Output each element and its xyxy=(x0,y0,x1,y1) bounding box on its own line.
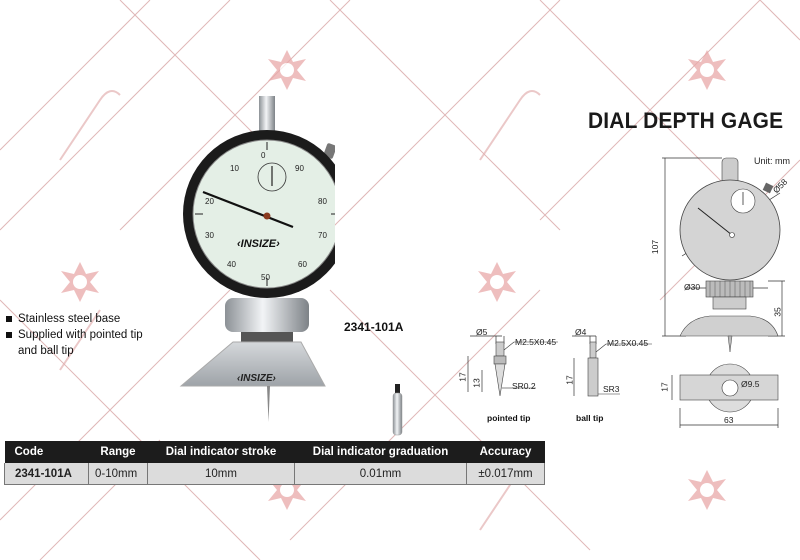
svg-text:0: 0 xyxy=(261,151,266,160)
unit-label: Unit: mm xyxy=(754,156,790,166)
svg-text:10: 10 xyxy=(230,164,239,173)
cell-range: 0-10mm xyxy=(88,463,148,485)
column-header-code: Code xyxy=(4,441,89,463)
ball-tip-radius: SR3 xyxy=(603,384,620,394)
cell-accuracy: ±0.017mm xyxy=(466,463,545,485)
ball-tip-thread: M2.5X0.45 xyxy=(607,338,649,348)
svg-text:80: 80 xyxy=(318,197,327,206)
table-header-row: Code Range Dial indicator stroke Dial in… xyxy=(4,441,545,463)
base-length-dimension: 63 xyxy=(724,415,734,425)
column-header-accuracy: Accuracy xyxy=(466,441,545,463)
svg-text:40: 40 xyxy=(227,260,236,269)
hole-diameter-dimension: Ø9.5 xyxy=(741,379,760,389)
ball-tip-photo xyxy=(392,384,403,436)
svg-text:30: 30 xyxy=(205,231,214,240)
pointed-tip-length: 17 xyxy=(457,372,468,382)
page-title: DIAL DEPTH GAGE xyxy=(588,108,784,133)
column-header-graduation: Dial indicator graduation xyxy=(294,441,467,463)
feature-list: Stainless steel base Supplied with point… xyxy=(4,311,164,359)
pointed-tip-thread: M2.5X0.45 xyxy=(515,337,557,347)
svg-text:‹INSIZE›: ‹INSIZE› xyxy=(237,238,280,250)
feature-item: Stainless steel base xyxy=(4,311,164,327)
bullet-icon xyxy=(6,316,12,322)
ball-tip-diameter: Ø4 xyxy=(575,327,587,337)
svg-text:70: 70 xyxy=(318,231,327,240)
bullet-icon xyxy=(6,332,12,338)
table-row: 2341-101A 0-10mm 10mm 0.01mm ±0.017mm xyxy=(4,463,545,485)
pointed-tip xyxy=(267,386,270,422)
clamp-collar xyxy=(225,298,309,332)
ball-tip-length: 17 xyxy=(564,375,575,385)
pointed-tip-taper-length: 13 xyxy=(471,378,482,388)
model-code: 2341-101A xyxy=(344,320,404,334)
cell-code: 2341-101A xyxy=(4,463,89,485)
svg-text:90: 90 xyxy=(295,164,304,173)
svg-text:‹INSIZE›: ‹INSIZE› xyxy=(237,373,276,384)
pointed-tip-diameter: Ø5 xyxy=(476,327,488,337)
pointed-tip-label: pointed tip xyxy=(487,413,531,423)
svg-text:50: 50 xyxy=(261,273,270,282)
column-header-stroke: Dial indicator stroke xyxy=(147,441,295,463)
pointed-tip-radius: SR0.2 xyxy=(512,381,536,391)
svg-text:60: 60 xyxy=(298,260,307,269)
base-height-dimension: 35 xyxy=(772,307,783,317)
spec-table: Code Range Dial indicator stroke Dial in… xyxy=(4,441,545,485)
cell-graduation: 0.01mm xyxy=(294,463,467,485)
column-header-range: Range xyxy=(88,441,148,463)
ball-tip-label: ball tip xyxy=(576,413,604,423)
cell-stroke: 10mm xyxy=(147,463,295,485)
dial-depth-gage-photo: 0 10 90 20 80 30 70 40 60 50 ‹INSIZE› ‹I… xyxy=(179,96,335,422)
stem-diameter-dimension: Ø30 xyxy=(684,282,701,292)
svg-text:20: 20 xyxy=(205,197,214,206)
base-thickness-dimension: 17 xyxy=(659,382,670,392)
feature-item: Supplied with pointed tip and ball tip xyxy=(4,327,164,359)
gage-height-dimension: 107 xyxy=(650,239,661,255)
